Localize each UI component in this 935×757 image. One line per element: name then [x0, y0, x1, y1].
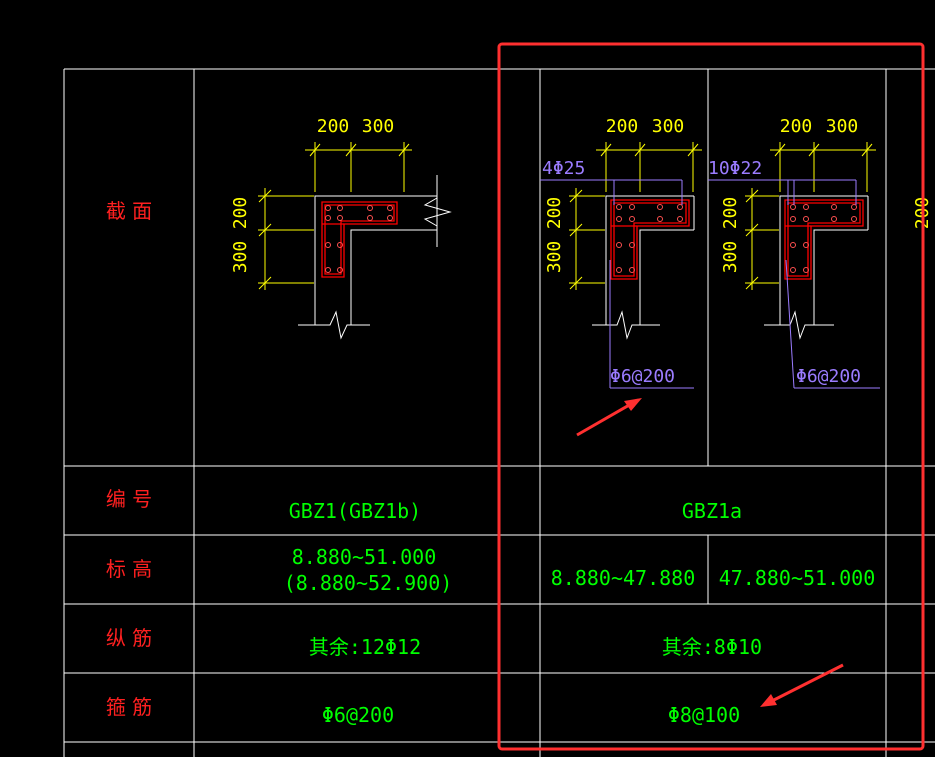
- row-label-stirrup: 箍 筋: [106, 695, 152, 719]
- elev-gbz1-line1: 8.880~51.000: [292, 545, 437, 569]
- elev-gbz1a-lower: 8.880~47.880: [551, 566, 696, 590]
- dim-width-2: 300: [652, 116, 685, 137]
- dim-width-1: 200: [317, 116, 350, 137]
- row-label-section: 截 面: [106, 199, 152, 223]
- id-gbz1a: GBZ1a: [682, 499, 742, 523]
- dim-width-1: 200: [780, 116, 813, 137]
- long-gbz1a: 其余:8Φ10: [662, 635, 762, 659]
- rebar-bars: [325, 205, 393, 273]
- id-gbz1: GBZ1(GBZ1b): [289, 499, 421, 523]
- stir-gbz1: Φ6@200: [322, 703, 394, 727]
- section-gbz1: 200 300 200 300: [230, 116, 452, 340]
- tie-label: Φ6@200: [610, 366, 675, 387]
- section-gbz1a-lower: 200 300 200 300 4Φ25: [540, 116, 702, 389]
- dim-width-2: 300: [826, 116, 859, 137]
- dim-height-2: 300: [720, 241, 741, 274]
- row-labels: 截 面 编 号 标 高 纵 筋 箍 筋: [106, 199, 152, 719]
- arrow-marker: [576, 398, 642, 437]
- rebar-cage: [321, 201, 398, 278]
- stir-gbz1a: Φ8@100: [668, 703, 740, 727]
- corner-rebar-label: 10Φ22: [708, 158, 762, 179]
- elev-gbz1-line2: (8.880~52.900): [284, 571, 453, 595]
- highlight-box: [497, 42, 925, 751]
- corner-rebar-label: 4Φ25: [542, 158, 585, 179]
- long-gbz1: 其余:12Φ12: [309, 635, 421, 659]
- dim-height-2: 300: [230, 241, 251, 274]
- highlight-annotation: [497, 42, 925, 751]
- table-values: GBZ1(GBZ1b) GBZ1a 8.880~51.000 (8.880~52…: [284, 499, 876, 727]
- dim-height-1: 200: [544, 197, 565, 230]
- dim-width-1: 200: [606, 116, 639, 137]
- section-gbz1a-upper: 200 300 200 300: [708, 116, 880, 389]
- dim-height-1: 200: [230, 197, 251, 230]
- tie-label: Φ6@200: [796, 366, 861, 387]
- leader-lines: [540, 179, 694, 389]
- row-label-id: 编 号: [106, 487, 152, 511]
- row-label-elevation: 标 高: [106, 557, 152, 581]
- dimension-lines: [258, 142, 412, 290]
- section-outline: [298, 175, 452, 340]
- dim-height-1: 200: [720, 197, 741, 230]
- row-label-longitudinal: 纵 筋: [106, 626, 152, 650]
- arrow-marker: [760, 663, 844, 707]
- elev-gbz1a-upper: 47.880~51.000: [719, 566, 876, 590]
- dim-width-2: 300: [362, 116, 395, 137]
- dim-height-2: 300: [544, 241, 565, 274]
